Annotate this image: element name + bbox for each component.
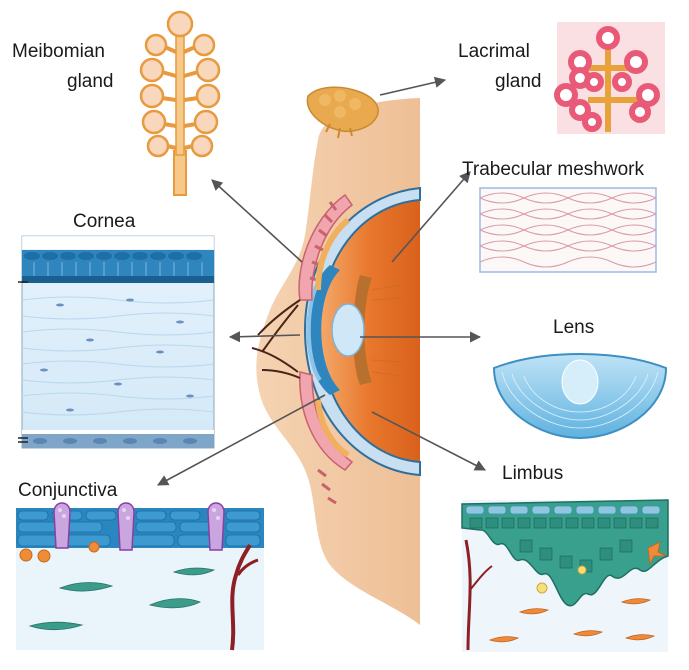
arrow-trabecular — [391, 171, 471, 263]
cornea-dome — [306, 265, 340, 395]
arrow-meibomian — [211, 179, 303, 263]
cornea-illustration — [18, 235, 215, 449]
eye-cross-section — [251, 86, 421, 625]
limbus-illustration — [461, 499, 669, 652]
label-meibomian-line2: gland — [67, 71, 114, 92]
label-limbus: Limbus — [502, 463, 564, 484]
upper-eyelid-tarsus — [298, 193, 354, 301]
lacrimal-gland-illustration — [554, 22, 665, 134]
label-meibomian-line1: Meibomian — [12, 41, 105, 62]
eyeball — [320, 200, 420, 462]
eye-lacrimal-gland — [306, 86, 379, 139]
sclera — [303, 186, 421, 477]
label-cornea: Cornea — [73, 211, 136, 232]
arrow-conjunctiva — [157, 394, 326, 486]
arrow-lacrimal — [379, 76, 447, 96]
label-lacrimal-line1: Lacrimal — [458, 41, 530, 62]
arrow-cornea — [228, 331, 301, 343]
label-trabecular-meshwork: Trabecular meshwork — [462, 159, 644, 180]
eye-lens — [331, 303, 365, 357]
label-lens: Lens — [553, 317, 595, 338]
lens-illustration — [492, 352, 668, 440]
connector-arrows — [157, 76, 486, 486]
arrow-limbus — [371, 411, 486, 471]
conjunctiva-illustration — [16, 502, 264, 651]
trabecular-meshwork-illustration — [479, 187, 657, 273]
meibomian-gland-illustration — [139, 10, 221, 196]
lower-eyelid-tarsus — [299, 371, 354, 471]
label-lacrimal-line2: gland — [495, 71, 542, 92]
label-conjunctiva: Conjunctiva — [18, 480, 118, 501]
